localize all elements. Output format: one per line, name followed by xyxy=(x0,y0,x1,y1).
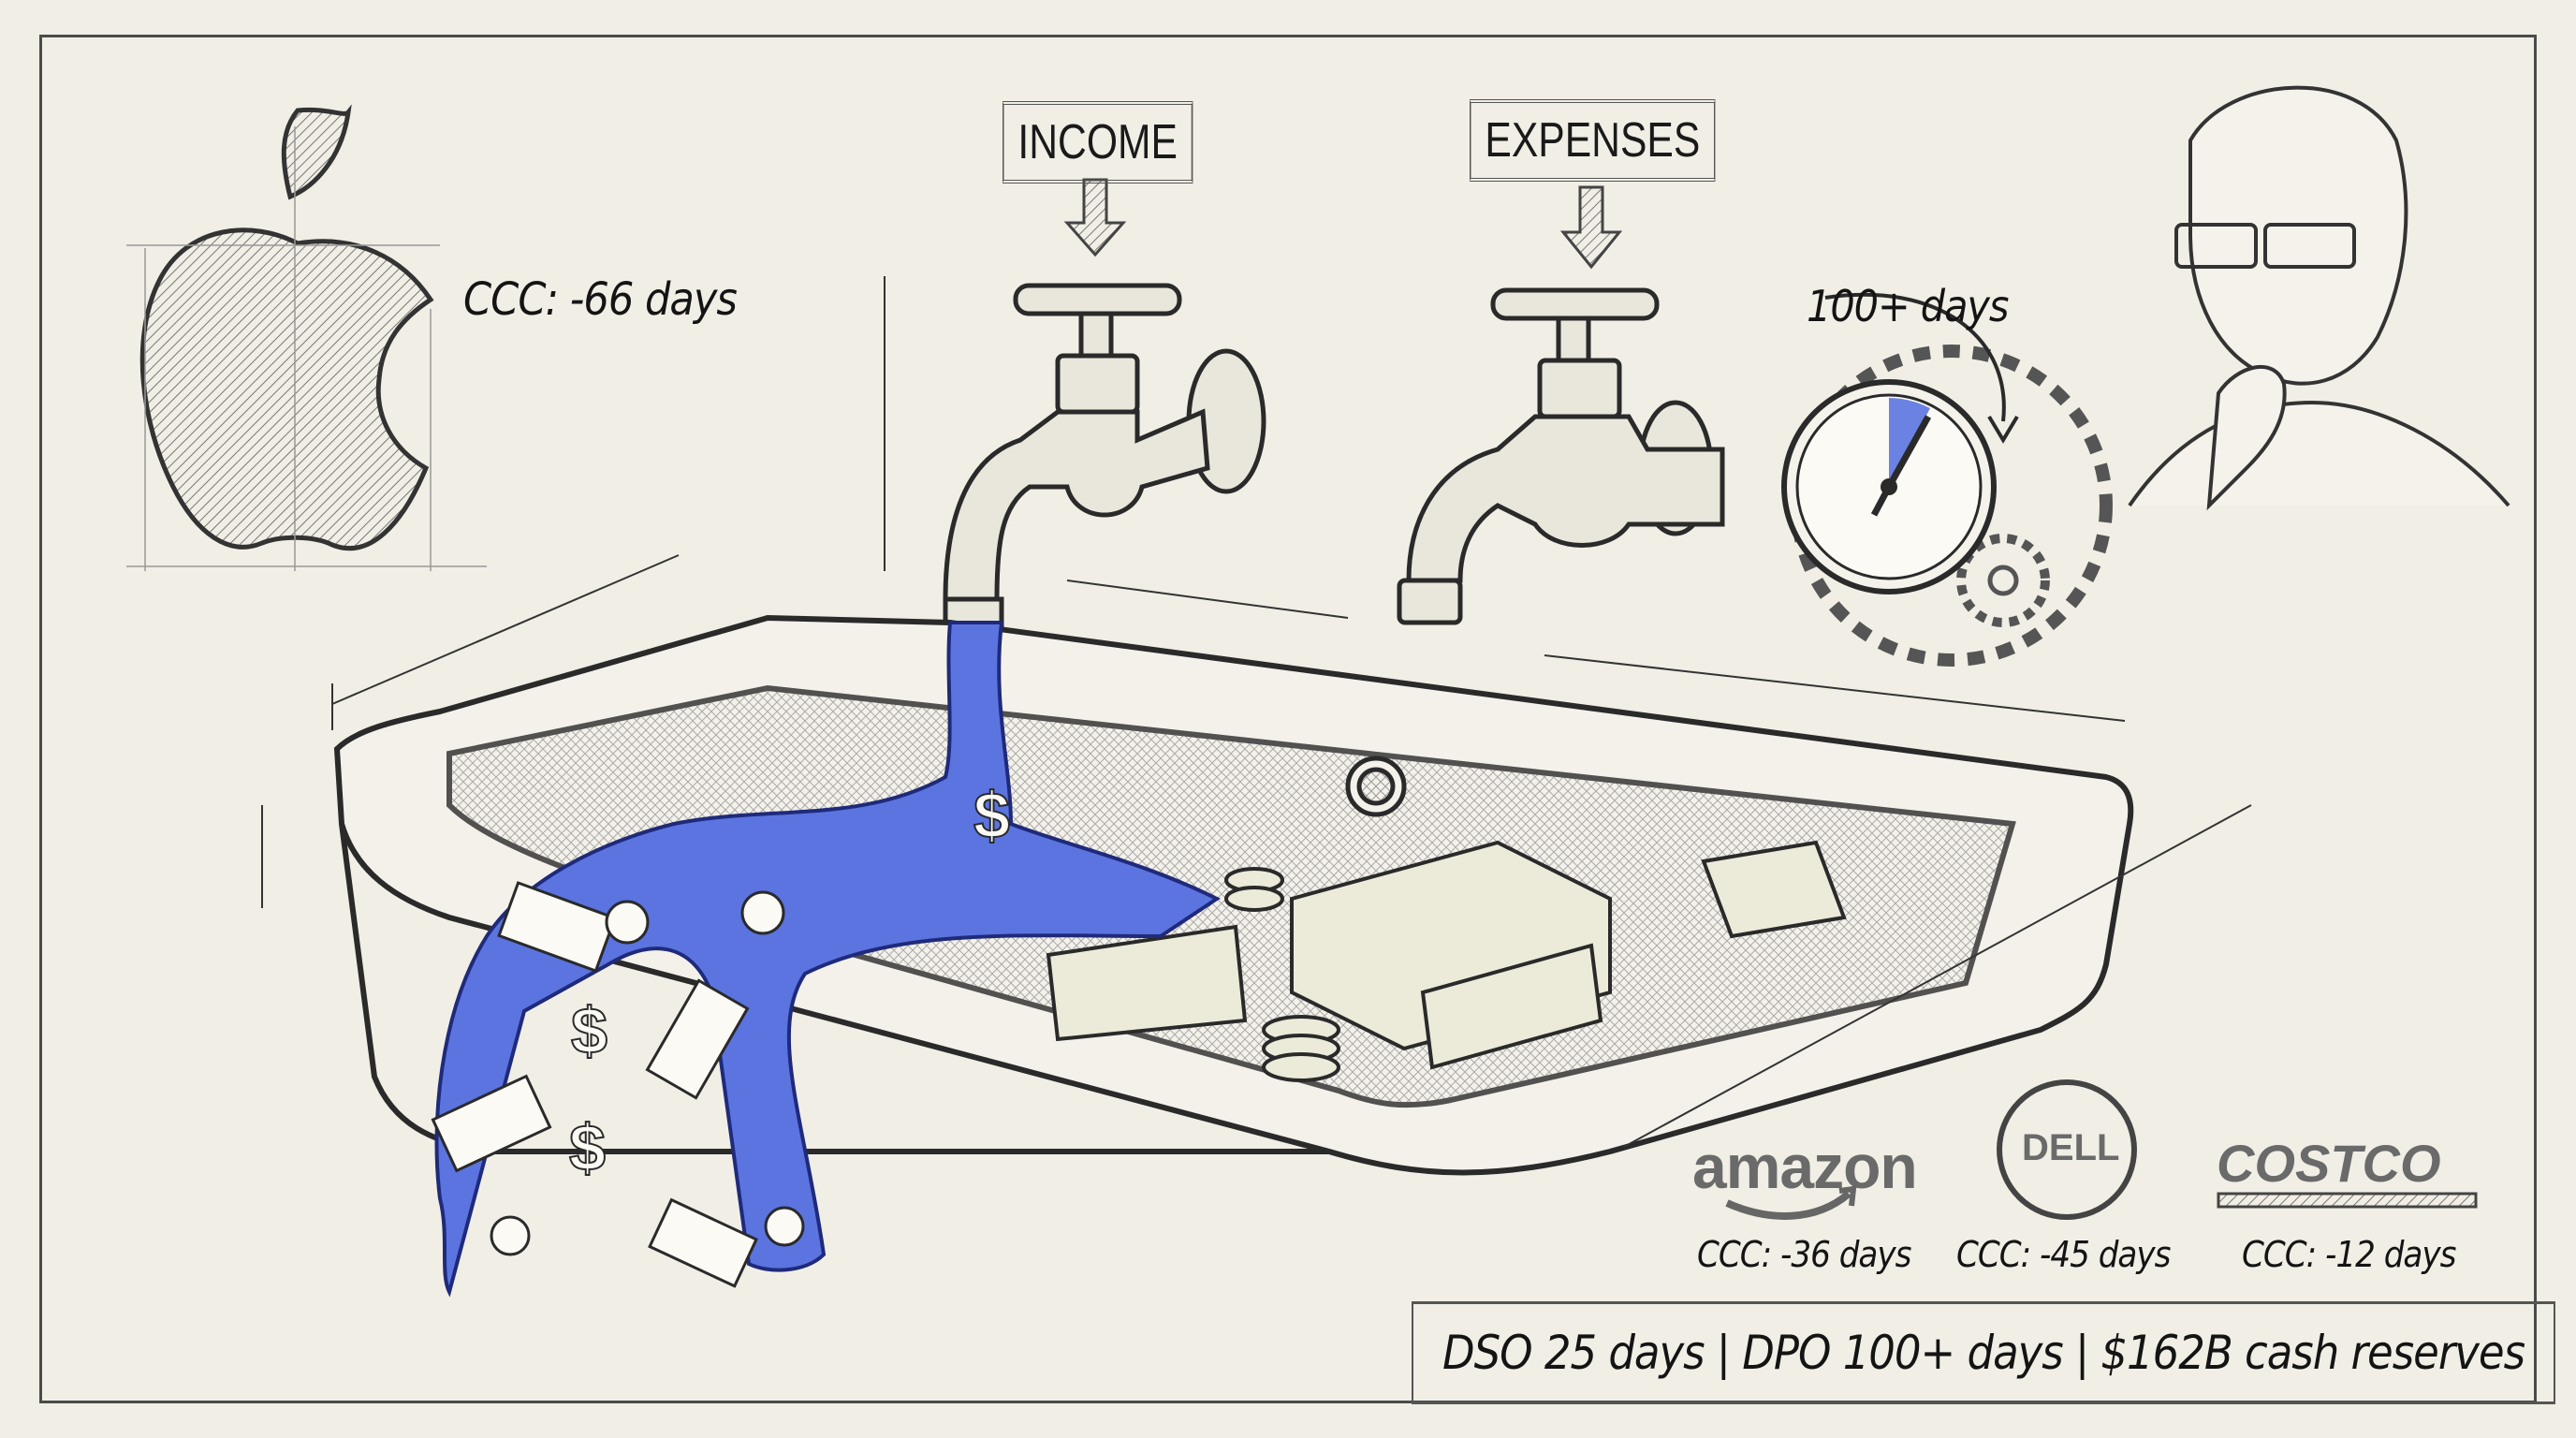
dell-ccc-label: CCC: -45 days xyxy=(1956,1234,2171,1275)
summary-caption: DSO 25 days | DPO 100+ days | $162B cash… xyxy=(1442,1326,2525,1380)
income-faucet-icon xyxy=(943,283,1266,630)
svg-text:$: $ xyxy=(571,994,607,1067)
amazon-logo: amazon xyxy=(1692,1132,1918,1201)
water-flow-icon xyxy=(434,621,1221,1298)
gauge-days-label: 100+ days xyxy=(1807,281,2009,331)
income-label: INCOME xyxy=(1003,101,1193,183)
costco-ccc-label: CCC: -12 days xyxy=(2242,1234,2456,1275)
costco-logo: COSTCO xyxy=(2217,1134,2441,1193)
cash-stacks-icon xyxy=(1046,840,1847,1082)
page-border xyxy=(39,35,2537,1403)
apple-ccc-label: CCC: -66 days xyxy=(463,273,738,326)
gauge-timer-icon xyxy=(1781,292,2113,667)
income-arrow-icon xyxy=(1063,178,1127,257)
expenses-arrow-icon xyxy=(1559,185,1623,270)
drain-icon xyxy=(1345,756,1407,817)
svg-text:$: $ xyxy=(569,1111,606,1184)
dell-logo: DELL xyxy=(2022,1127,2120,1168)
summary-caption-box: DSO 25 days | DPO 100+ days | $162B cash… xyxy=(1412,1301,2555,1404)
apple-logo-icon xyxy=(139,104,434,551)
dimension-lines xyxy=(261,276,2252,1148)
expenses-label: EXPENSES xyxy=(1470,99,1716,182)
amazon-ccc-label: CCC: -36 days xyxy=(1697,1234,1911,1275)
svg-text:$: $ xyxy=(973,779,1010,852)
expenses-faucet-icon xyxy=(1397,287,1725,625)
